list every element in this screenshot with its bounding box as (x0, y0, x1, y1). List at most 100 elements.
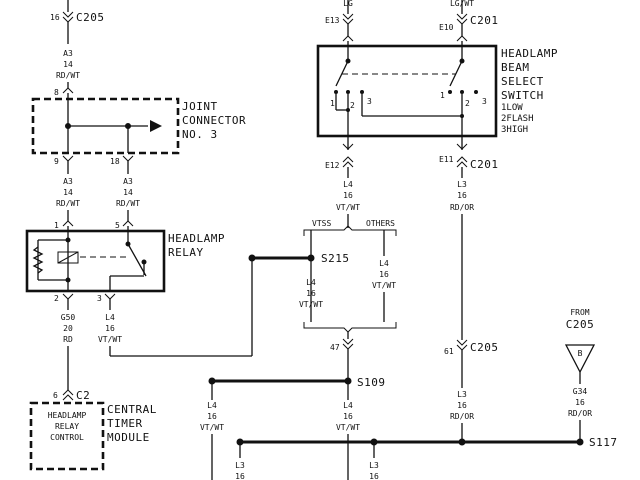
connector-mark (104, 293, 116, 300)
switch-position: 3HIGH (501, 125, 528, 135)
junction-dot (346, 108, 350, 112)
wire-circuit: L3 (369, 461, 379, 470)
switch-contact (334, 90, 338, 94)
junction-dot (65, 277, 71, 283)
wire-color: VT/WT (98, 335, 122, 344)
wire-color: VT/WT (336, 423, 360, 432)
relay-coil-slash (57, 251, 79, 264)
wire-circuit: L4 (207, 401, 217, 410)
pin-number: 9 (54, 157, 59, 166)
component-label-line: RELAY (168, 246, 204, 259)
connector-mark (62, 155, 74, 162)
wire-circuit: L4 (343, 180, 353, 189)
wire-gauge: 14 (123, 188, 133, 197)
component-label-line: JOINT (182, 100, 218, 113)
wire-gauge: 16 (343, 191, 353, 200)
wire-circuit: A3 (63, 49, 73, 58)
wire-gauge: 16 (235, 472, 245, 480)
splice-label: S109 (357, 376, 386, 389)
switch-contact (460, 90, 464, 94)
wire-circuit: L4 (306, 278, 316, 287)
wire-gauge: 20 (63, 324, 73, 333)
wire-color: RD (63, 335, 73, 344)
pin-number: E12 (325, 161, 340, 170)
wire-circuit: L4 (105, 313, 115, 322)
switch-pin: 2 (465, 99, 470, 108)
wire-color: VT/WT (299, 300, 323, 309)
from-triangle (564, 344, 596, 374)
wire-color: RD/OR (568, 409, 592, 418)
wire-color: RD/WT (56, 199, 80, 208)
pin-number: E13 (325, 16, 340, 25)
connector-mark (342, 18, 354, 25)
component-label-line: BEAM (501, 61, 530, 74)
component-label-line: HEADLAMP (168, 232, 225, 245)
connector-mark (456, 339, 468, 346)
pin-number: 1 (54, 221, 59, 230)
wire-circuit: LG (343, 0, 353, 8)
resistor-symbol (32, 246, 44, 274)
pin-number: 47 (330, 343, 340, 352)
component-label-line: NO. 3 (182, 128, 218, 141)
connector-label: C205 (76, 11, 105, 24)
wire-color: RD/WT (56, 71, 80, 80)
component-label-line: CENTRAL (107, 403, 157, 416)
junction-dot (460, 114, 464, 118)
wire-gauge: 14 (63, 188, 73, 197)
wire-circuit: A3 (63, 177, 73, 186)
wire-gauge: 16 (207, 412, 217, 421)
wire-circuit: G50 (61, 313, 76, 322)
option-label: OTHERS (366, 219, 395, 228)
connector-mark (342, 338, 354, 345)
switch-pin: 1 (440, 91, 445, 100)
connector-mark (342, 156, 354, 163)
connector-mark (342, 343, 354, 350)
switch-contact (346, 90, 350, 94)
pin-number: 3 (97, 294, 102, 303)
wire-gauge: 14 (63, 60, 73, 69)
from-ref: B (578, 349, 583, 358)
connector-label: C2 (76, 389, 90, 402)
switch-contact (360, 90, 364, 94)
switch-pin: 3 (367, 97, 372, 106)
pin-number: 16 (50, 13, 60, 22)
module-box-text: RELAY (55, 422, 79, 431)
splice-dot (248, 254, 256, 262)
switch-pin: 2 (350, 101, 355, 110)
connector-mark (62, 389, 74, 396)
pin-number: 5 (115, 221, 120, 230)
pin-number: 61 (444, 347, 454, 356)
relay-coil (57, 251, 79, 264)
connector-mark (342, 161, 354, 168)
wire-circuit: A3 (123, 177, 133, 186)
wire-color: RD/WT (116, 199, 140, 208)
component-label-line: SWITCH (501, 89, 544, 102)
option-bracket-top (303, 225, 397, 236)
wire-gauge: 16 (369, 472, 379, 480)
wire-circuit: G34 (573, 387, 588, 396)
connector-mark (62, 11, 74, 18)
pin-number: 18 (110, 157, 120, 166)
relay-switch-arm (127, 243, 147, 277)
switch-contact (474, 90, 478, 94)
wire-gauge: 16 (343, 412, 353, 421)
splice-dot (307, 254, 315, 262)
from-label: FROM (570, 308, 589, 317)
switch-pin: 1 (330, 99, 335, 108)
wire-circuit: L3 (457, 390, 467, 399)
wire-color: VT/WT (336, 203, 360, 212)
connector-mark (456, 156, 468, 163)
pin-number: 8 (54, 88, 59, 97)
component-label-line: MODULE (107, 431, 150, 444)
from-label: C205 (566, 318, 595, 331)
switch-position: 1LOW (501, 103, 523, 113)
component-label-line: HEADLAMP (501, 47, 558, 60)
splice-dot (344, 377, 352, 385)
component-label-line: TIMER (107, 417, 143, 430)
component-label-line: SELECT (501, 75, 544, 88)
wire-circuit: L3 (457, 180, 467, 189)
connector-mark (122, 155, 134, 162)
connector-label: C205 (470, 341, 499, 354)
bus-arrow (150, 120, 162, 132)
